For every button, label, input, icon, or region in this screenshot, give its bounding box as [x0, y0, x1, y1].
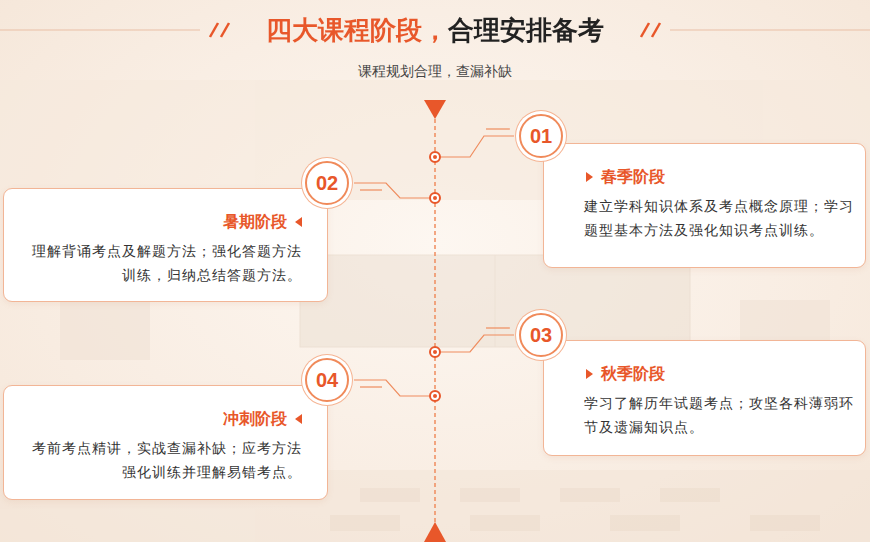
subtitle-row: 课程规划合理，查漏补缺	[0, 61, 870, 81]
heading-marker	[295, 414, 302, 424]
stage-heading: 秋季阶段	[601, 363, 665, 385]
desk	[610, 515, 680, 531]
desk	[470, 515, 540, 531]
timeline-dot-core	[433, 350, 437, 354]
timeline-dot	[430, 152, 440, 162]
timeline-dot	[430, 347, 440, 357]
stage-heading: 暑期阶段	[223, 211, 287, 233]
body-block: 建立学科知识体系及考点概念原理；学习题型基本方法及强化知识考点训练。	[584, 194, 857, 242]
timeline-dots	[430, 152, 440, 401]
stage-description: 理解背诵考点及解题方法；强化答题方法训练，归纳总结答题方法。	[24, 239, 302, 287]
step-number-circle: 04	[305, 358, 349, 402]
stage-card: 冲刺阶段考前考点精讲，实战查漏补缺；应考方法强化训练并理解易错考点。	[3, 385, 328, 500]
leader-accent	[360, 386, 382, 387]
heading-marker	[586, 172, 593, 182]
stage-description: 考前考点精讲，实战查漏补缺；应考方法强化训练并理解易错考点。	[24, 436, 302, 484]
step-number: 02	[316, 171, 338, 195]
step-number-circle: 02	[305, 161, 349, 205]
heading-row: 秋季阶段	[584, 363, 857, 385]
timeline-tail	[424, 522, 446, 542]
title-slash	[221, 23, 229, 37]
leader-line	[441, 335, 514, 352]
desk	[560, 488, 620, 502]
body-block: 考前考点精讲，实战查漏补缺；应考方法强化训练并理解易错考点。	[24, 436, 302, 484]
classroom-backdrop	[0, 80, 870, 542]
title-rule	[0, 30, 200, 31]
step-number: 04	[316, 368, 338, 392]
step-number: 01	[530, 124, 552, 148]
title-slash	[641, 23, 649, 37]
desk	[660, 488, 720, 502]
heading-row: 春季阶段	[584, 166, 857, 188]
desk	[460, 488, 520, 502]
title-row: 四大课程阶段，合理安排备考	[0, 12, 870, 48]
leader-accent	[360, 189, 382, 190]
body-block: 学习了解历年试题考点；攻坚各科薄弱环节及遗漏知识点。	[584, 391, 857, 439]
leader-accent	[486, 327, 510, 328]
desk	[360, 488, 420, 502]
step-number-circle: 03	[519, 313, 563, 357]
stage-card: 秋季阶段学习了解历年试题考点；攻坚各科薄弱环节及遗漏知识点。	[543, 340, 866, 456]
blackboard	[300, 255, 690, 347]
stage-heading: 春季阶段	[601, 166, 665, 188]
timeline-dot-core	[433, 394, 437, 398]
step-number-circle: 01	[519, 114, 563, 158]
timeline-dot-core	[433, 155, 437, 159]
step-number: 03	[530, 323, 552, 347]
desk	[750, 515, 820, 531]
leader-line	[354, 380, 429, 396]
leader-accent	[486, 128, 510, 129]
leader-lines	[354, 129, 514, 396]
timeline-dot	[430, 391, 440, 401]
heading-marker	[295, 217, 302, 227]
subtitle: 课程规划合理，查漏补缺	[358, 63, 512, 79]
timeline-dot-core	[433, 196, 437, 200]
heading-row: 暑期阶段	[24, 211, 302, 233]
timeline-head	[424, 100, 446, 119]
leader-line	[354, 183, 429, 198]
title-rule	[670, 30, 870, 31]
page-title: 四大课程阶段，合理安排备考	[266, 12, 604, 48]
title-slash	[652, 23, 660, 37]
timeline-dot	[430, 193, 440, 203]
stage-card: 春季阶段建立学科知识体系及考点概念原理；学习题型基本方法及强化知识考点训练。	[543, 143, 866, 268]
timeline	[434, 119, 436, 522]
title-slash	[210, 23, 218, 37]
leader-line	[441, 136, 514, 157]
stage-heading: 冲刺阶段	[223, 408, 287, 430]
desk	[330, 515, 400, 531]
blackboard-seam	[495, 255, 496, 347]
heading-row: 冲刺阶段	[24, 408, 302, 430]
stage-description: 学习了解历年试题考点；攻坚各科薄弱环节及遗漏知识点。	[584, 391, 857, 439]
stage-card: 暑期阶段理解背诵考点及解题方法；强化答题方法训练，归纳总结答题方法。	[3, 188, 328, 302]
stage-description: 建立学科知识体系及考点概念原理；学习题型基本方法及强化知识考点训练。	[584, 194, 857, 242]
heading-marker	[586, 369, 593, 379]
wall-panel	[60, 300, 150, 360]
body-block: 理解背诵考点及解题方法；强化答题方法训练，归纳总结答题方法。	[24, 239, 302, 287]
